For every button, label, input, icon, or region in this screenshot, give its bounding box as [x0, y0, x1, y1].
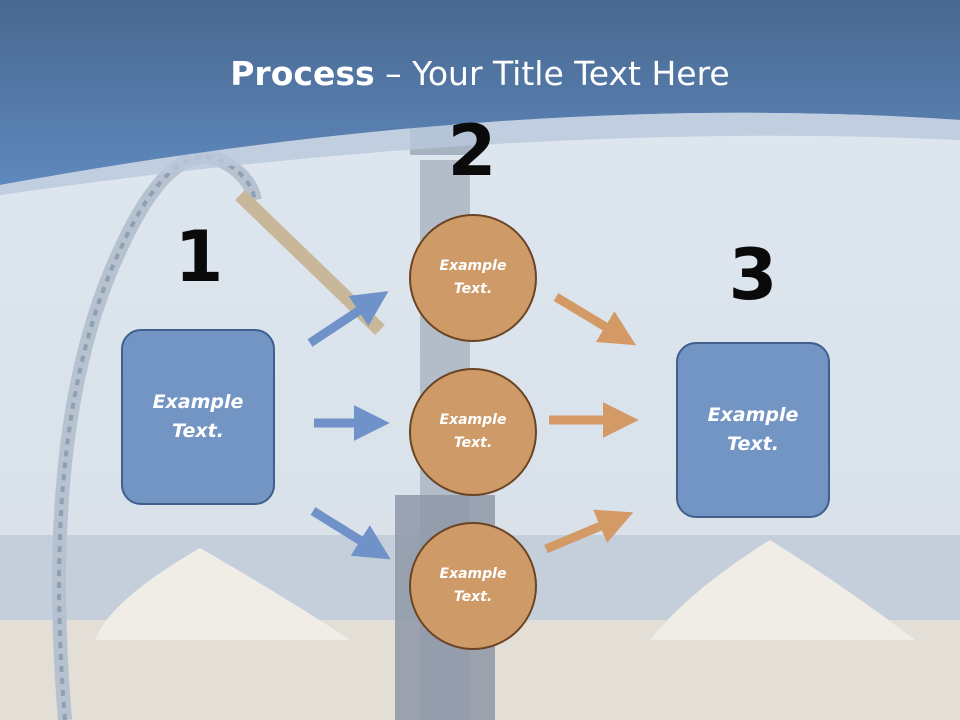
circle-bottom-label: Example Text. — [439, 566, 507, 605]
step-number-2: 2 — [447, 110, 497, 192]
left-box-label: Example Text. — [152, 391, 244, 442]
arrow-left-to-bottom — [310, 507, 391, 560]
step-number-1: 1 — [174, 216, 224, 298]
slide-title: Process – Your Title Text Here — [0, 52, 960, 96]
circle-bottom[interactable]: Example Text. — [409, 522, 537, 650]
step-number-3: 3 — [728, 234, 778, 316]
circle-middle-label: Example Text. — [439, 412, 507, 451]
circle-top-label: Example Text. — [439, 258, 507, 297]
title-bold-part: Process — [230, 54, 375, 93]
circle-top[interactable]: Example Text. — [409, 214, 537, 342]
right-text-box[interactable]: Example Text. — [676, 342, 830, 518]
arrow-left-to-top — [307, 291, 389, 347]
left-text-box[interactable]: Example Text. — [121, 329, 275, 505]
arrow-top-to-right — [553, 293, 636, 346]
right-box-label: Example Text. — [707, 404, 799, 455]
circle-middle[interactable]: Example Text. — [409, 368, 537, 496]
arrow-bottom-to-right — [544, 509, 634, 554]
title-rest-part: – Your Title Text Here — [374, 54, 730, 93]
